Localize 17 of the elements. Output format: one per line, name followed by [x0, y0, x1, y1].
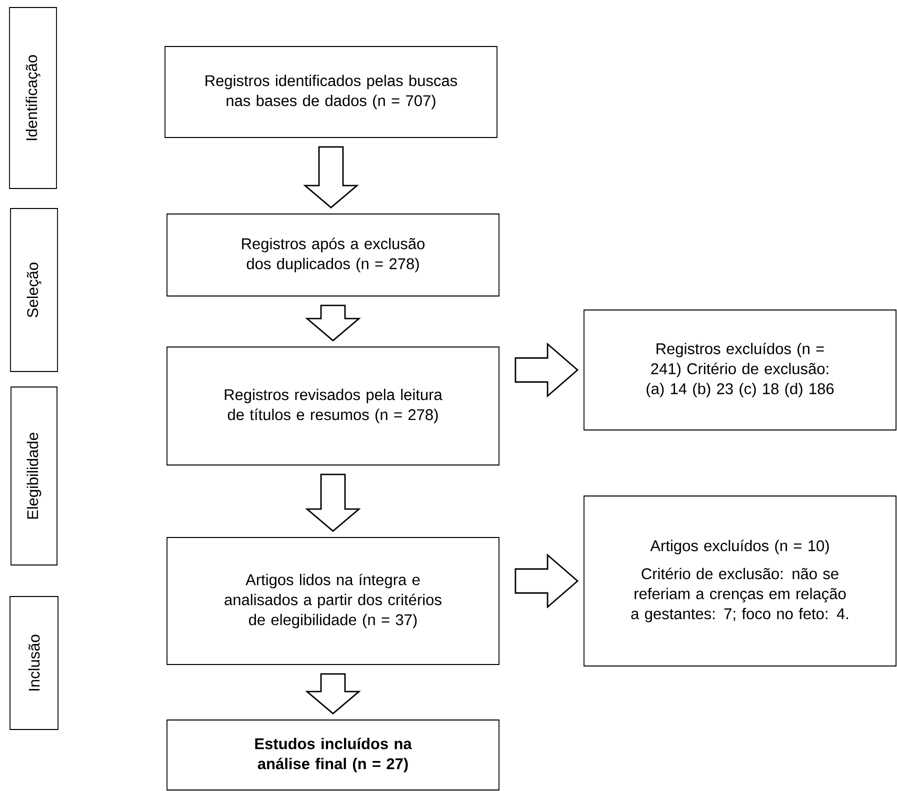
- block-arrow: [305, 474, 361, 532]
- process-box: Registros identificados pelas buscas nas bases de dados (n = 707): [164, 46, 498, 138]
- process-box: Artigos lidos na íntegra e analisados a partir dos critérios de elegibilidade (n = 37): [166, 537, 500, 665]
- stage-box: Inclusão: [10, 596, 58, 730]
- exclusion-box: Registros excluídos (n = 241) Critério de exclusão: (a) 14 (b) 23 (c) 18 (d) 186: [584, 310, 896, 430]
- stage-box: Identificação: [9, 7, 57, 189]
- process-box: Registros após a exclusão dos duplicados (n = 278): [166, 214, 500, 296]
- block-arrow: [305, 304, 361, 342]
- block-arrow: [514, 342, 579, 398]
- exclusion-box: Artigos excluídos (n = 10) Critério de exclusão: não se referiam a crenças em relação a gestantes: 7; foco no feto: 4.: [584, 496, 896, 666]
- stage-box: Seleção: [10, 208, 58, 372]
- process-box: Registros revisados pela leitura de títulos e resumos (n = 278): [166, 346, 500, 466]
- block-arrow: [305, 673, 361, 714]
- block-arrow: [303, 146, 359, 208]
- block-arrow: [514, 553, 579, 609]
- stage-box: Elegibilidade: [10, 386, 58, 566]
- result-box: Estudos incluídos na análise final (n = 27): [166, 720, 500, 790]
